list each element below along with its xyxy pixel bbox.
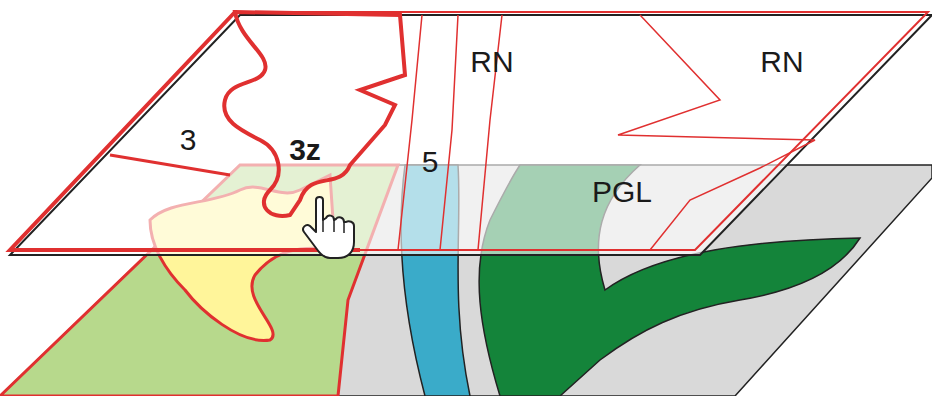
region-label: RN — [470, 47, 513, 77]
region-label: 3 — [180, 125, 197, 155]
region-label: 5 — [422, 147, 439, 177]
region-label: PGL — [592, 177, 652, 207]
region-label: 3z — [289, 135, 321, 165]
hand-cursor — [303, 197, 354, 258]
region-label: RN — [760, 47, 803, 77]
